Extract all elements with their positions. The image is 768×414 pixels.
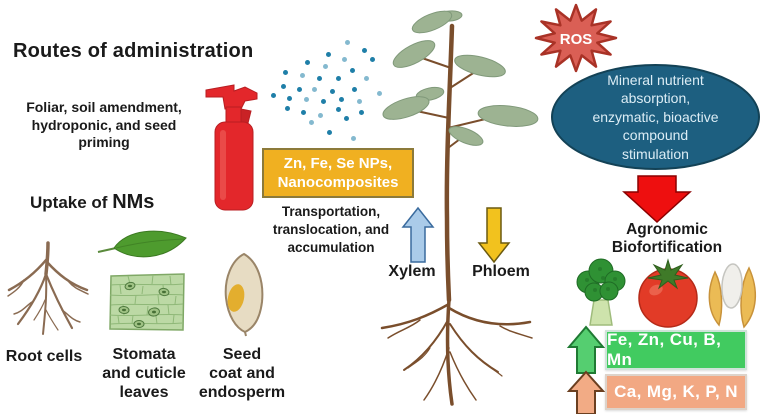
root-cells-label: Root cells bbox=[5, 348, 83, 365]
xylem-label: Xylem bbox=[388, 263, 436, 280]
spray-particle bbox=[285, 106, 290, 111]
ros-starburst-icon: ROS bbox=[534, 3, 618, 73]
spray-particle bbox=[330, 89, 335, 94]
macronutrients-box: Ca, Mg, K, P, N bbox=[605, 374, 747, 410]
plant-icon bbox=[380, 10, 539, 406]
spray-particle bbox=[351, 136, 356, 141]
spray-particle bbox=[370, 57, 375, 62]
micro-arrow-icon bbox=[566, 325, 606, 374]
spray-particle bbox=[281, 84, 286, 89]
spray-particle bbox=[344, 116, 349, 121]
spray-particle bbox=[336, 107, 341, 112]
seed-label: Seed coat and endosperm bbox=[198, 346, 286, 402]
spray-particle bbox=[339, 97, 344, 102]
routes-of-administration-title: Routes of administration bbox=[13, 40, 254, 62]
spray-particle bbox=[300, 73, 305, 78]
red-arrow-icon bbox=[622, 175, 692, 224]
spray-particle bbox=[327, 130, 332, 135]
wheat-grains-icon bbox=[708, 263, 757, 329]
spray-particle bbox=[359, 110, 364, 115]
spray-particle bbox=[326, 52, 331, 57]
spray-particle bbox=[323, 64, 328, 69]
spray-particle bbox=[318, 113, 323, 118]
leaf-icon bbox=[97, 230, 187, 258]
spray-particle bbox=[321, 99, 326, 104]
phloem-arrow-icon bbox=[477, 207, 511, 264]
tomato-icon bbox=[638, 258, 698, 328]
spray-particle bbox=[305, 60, 310, 65]
spray-bottle-icon bbox=[205, 84, 258, 211]
spray-particle bbox=[362, 48, 367, 53]
macro-arrow-icon bbox=[566, 370, 606, 414]
spray-particle bbox=[271, 93, 276, 98]
spray-particle bbox=[283, 70, 288, 75]
seed-icon bbox=[224, 252, 264, 337]
transport-text: Transportation, translocation, and accum… bbox=[272, 204, 390, 256]
stomata-icon bbox=[109, 273, 185, 331]
spray-particle bbox=[357, 99, 362, 104]
ros-label: ROS bbox=[560, 31, 593, 48]
spray-particle bbox=[352, 87, 357, 92]
spray-particle bbox=[342, 57, 347, 62]
agronomic-biofortification-label: Agronomic Biofortification bbox=[611, 221, 723, 257]
spray-particle bbox=[345, 40, 350, 45]
spray-particle bbox=[304, 97, 309, 102]
spray-particle bbox=[309, 120, 314, 125]
phloem-label: Phloem bbox=[472, 263, 530, 280]
spray-particle bbox=[336, 76, 341, 81]
broccoli-icon bbox=[576, 258, 626, 326]
stimulation-ellipse: Mineral nutrient absorption, enzymatic, … bbox=[551, 64, 760, 170]
spray-particle bbox=[364, 76, 369, 81]
uptake-of-nms-title: Uptake of NMs bbox=[30, 191, 230, 214]
spray-particle bbox=[297, 87, 302, 92]
stomata-label: Stomata and cuticle leaves bbox=[102, 346, 186, 402]
spray-particle bbox=[312, 87, 317, 92]
spray-particle bbox=[301, 110, 306, 115]
uptake-nms: NMs bbox=[112, 191, 155, 213]
nanoparticle-box: Zn, Fe, Se NPs, Nanocomposites bbox=[262, 148, 414, 198]
root-cells-icon bbox=[7, 241, 89, 335]
routes-subtitle: Foliar, soil amendment, hydroponic, and … bbox=[26, 99, 182, 150]
spray-particle bbox=[350, 68, 355, 73]
spray-particle bbox=[317, 76, 322, 81]
xylem-arrow-icon bbox=[401, 206, 435, 263]
spray-particle bbox=[287, 96, 292, 101]
micronutrients-box: Fe, Zn, Cu, B, Mn bbox=[605, 330, 747, 370]
uptake-prefix: Uptake of bbox=[30, 193, 113, 212]
